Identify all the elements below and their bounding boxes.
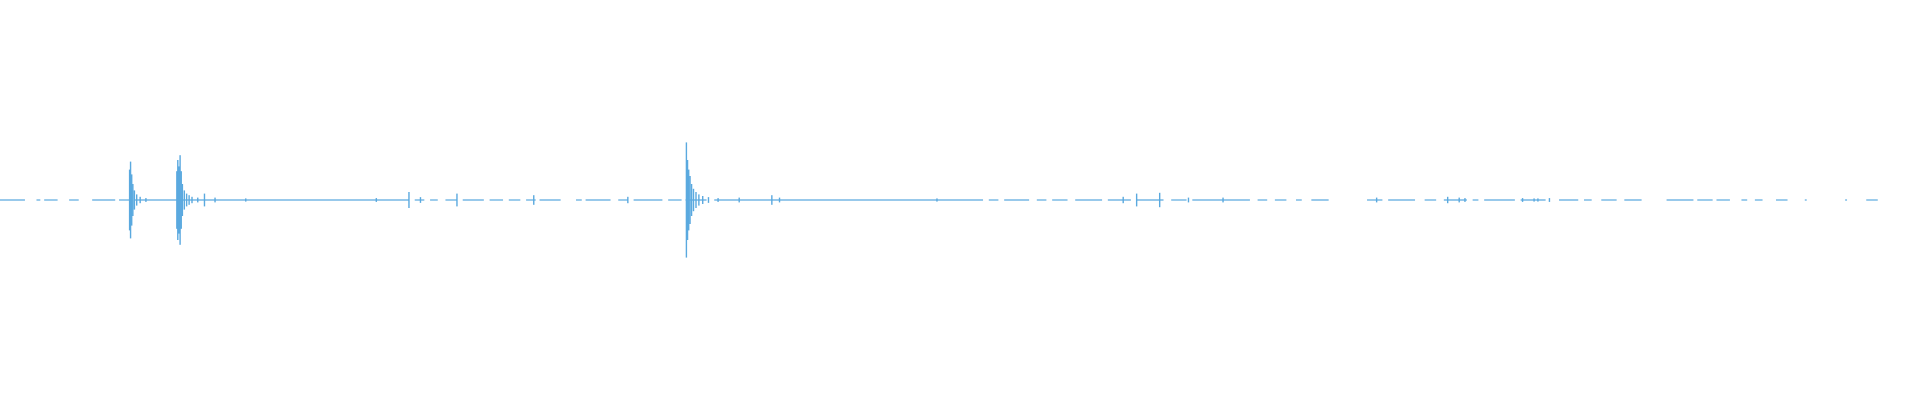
waveform-peaks xyxy=(128,142,1551,258)
